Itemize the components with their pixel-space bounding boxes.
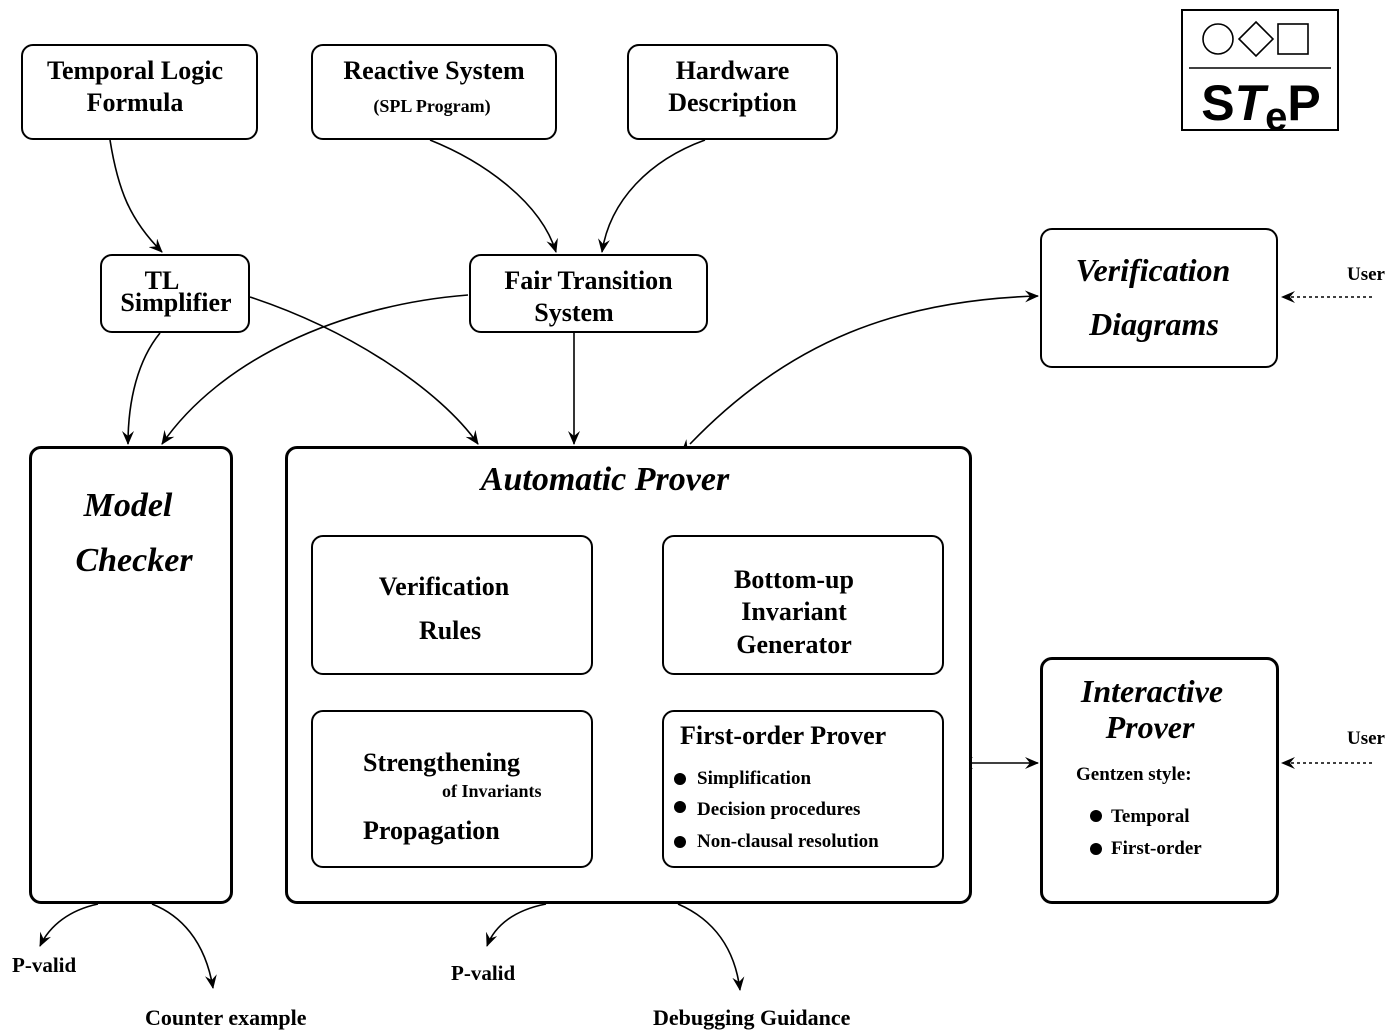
step-logo	[1181, 9, 1339, 131]
user-label-verification: User	[1347, 264, 1385, 285]
debugging-guidance-label: Debugging Guidance	[653, 1005, 851, 1030]
simplification-item: Simplification	[697, 768, 812, 789]
of-invariants-label: of Invariants	[442, 781, 542, 801]
description-label: Description	[668, 88, 797, 117]
first-order-prover-box	[662, 710, 944, 868]
interactive-prover-title-2: Prover	[1105, 709, 1195, 745]
arrow-mc-to-pvalid	[39, 903, 99, 947]
model-checker-title-1: Model	[83, 487, 173, 524]
arrow-fts-to-model-checker	[161, 294, 469, 445]
bullet-icon	[1090, 843, 1102, 855]
verification-rules-label-1: Verification	[378, 572, 510, 601]
arrow-ap-to-debugging	[677, 903, 745, 991]
interactive-prover-title-1: Interactive	[1080, 673, 1224, 709]
verification-diagrams-title-1: Verification	[1075, 252, 1231, 288]
arrow-reactive-to-fts	[429, 139, 558, 253]
spl-program-label: (SPL Program)	[373, 96, 491, 116]
model-checker-title-2: Checker	[75, 542, 193, 579]
mc-pvalid-label: P-valid	[12, 953, 77, 977]
strengthening-label: Strengthening	[363, 748, 520, 777]
counter-example-label: Counter example	[145, 1005, 307, 1030]
verification-rules-box	[311, 535, 593, 675]
invariant-label: Invariant	[741, 597, 847, 626]
bullet-icon	[674, 801, 686, 813]
logo-text: STeP	[1190, 75, 1332, 137]
logo-t: T	[1234, 75, 1266, 131]
fair-transition-label: Fair Transition	[504, 266, 673, 295]
verification-rules-label-2: Rules	[418, 616, 482, 645]
generator-label: Generator	[736, 630, 852, 659]
invariant-generator-box	[662, 535, 944, 675]
arrow-formula-to-simplifier	[109, 139, 163, 253]
verification-diagrams-box	[1040, 228, 1278, 368]
first-order-item: First-order	[1111, 838, 1202, 859]
arrow-ap-to-pvalid	[486, 903, 547, 947]
temporal-item: Temporal	[1111, 806, 1190, 827]
temporal-logic-label: Temporal Logic	[47, 56, 223, 85]
bullet-icon	[1090, 810, 1102, 822]
decision-procedures-item: Decision procedures	[697, 799, 861, 820]
non-clausal-resolution-item: Non-clausal resolution	[697, 831, 879, 852]
hardware-label: Hardware	[675, 56, 790, 85]
propagation-label: Propagation	[363, 816, 500, 845]
simplifier-label: Simplifier	[120, 288, 232, 317]
ap-pvalid-label: P-valid	[451, 961, 516, 985]
model-checker-box	[29, 446, 233, 904]
hardware-description-box	[627, 44, 838, 140]
arrow-hardware-to-fts	[598, 139, 706, 253]
interactive-prover-box	[1040, 657, 1279, 904]
bullet-icon	[674, 773, 686, 785]
gentzen-style-label: Gentzen style:	[1076, 764, 1192, 785]
reactive-system-label: Reactive System	[343, 56, 525, 85]
tl-label: TL	[144, 266, 180, 295]
bottom-up-label: Bottom-up	[734, 565, 854, 594]
arrow-simplifier-to-model-checker	[122, 332, 161, 445]
formula-label: Formula	[86, 88, 184, 117]
bullet-icon	[674, 836, 686, 848]
strengthening-box	[311, 710, 593, 868]
tl-simplifier-box	[100, 254, 250, 333]
arrow-simplifier-to-automatic-prover	[249, 296, 479, 445]
temporal-logic-formula-box	[21, 44, 258, 140]
fair-transition-system-box	[469, 254, 708, 333]
automatic-prover-title: Automatic Prover	[480, 461, 730, 498]
user-label-interactive: User	[1347, 728, 1385, 749]
arrow-automatic-prover-verification-diagrams	[680, 290, 1039, 454]
first-order-prover-title: First-order Prover	[680, 721, 887, 750]
logo-p: P	[1287, 75, 1321, 131]
reactive-system-box	[311, 44, 557, 140]
system-label: System	[534, 298, 614, 327]
verification-diagrams-title-2: Diagrams	[1089, 306, 1219, 342]
arrow-mc-to-counter-example	[151, 903, 217, 989]
logo-e: e	[1265, 95, 1288, 139]
logo-s: S	[1201, 75, 1235, 131]
